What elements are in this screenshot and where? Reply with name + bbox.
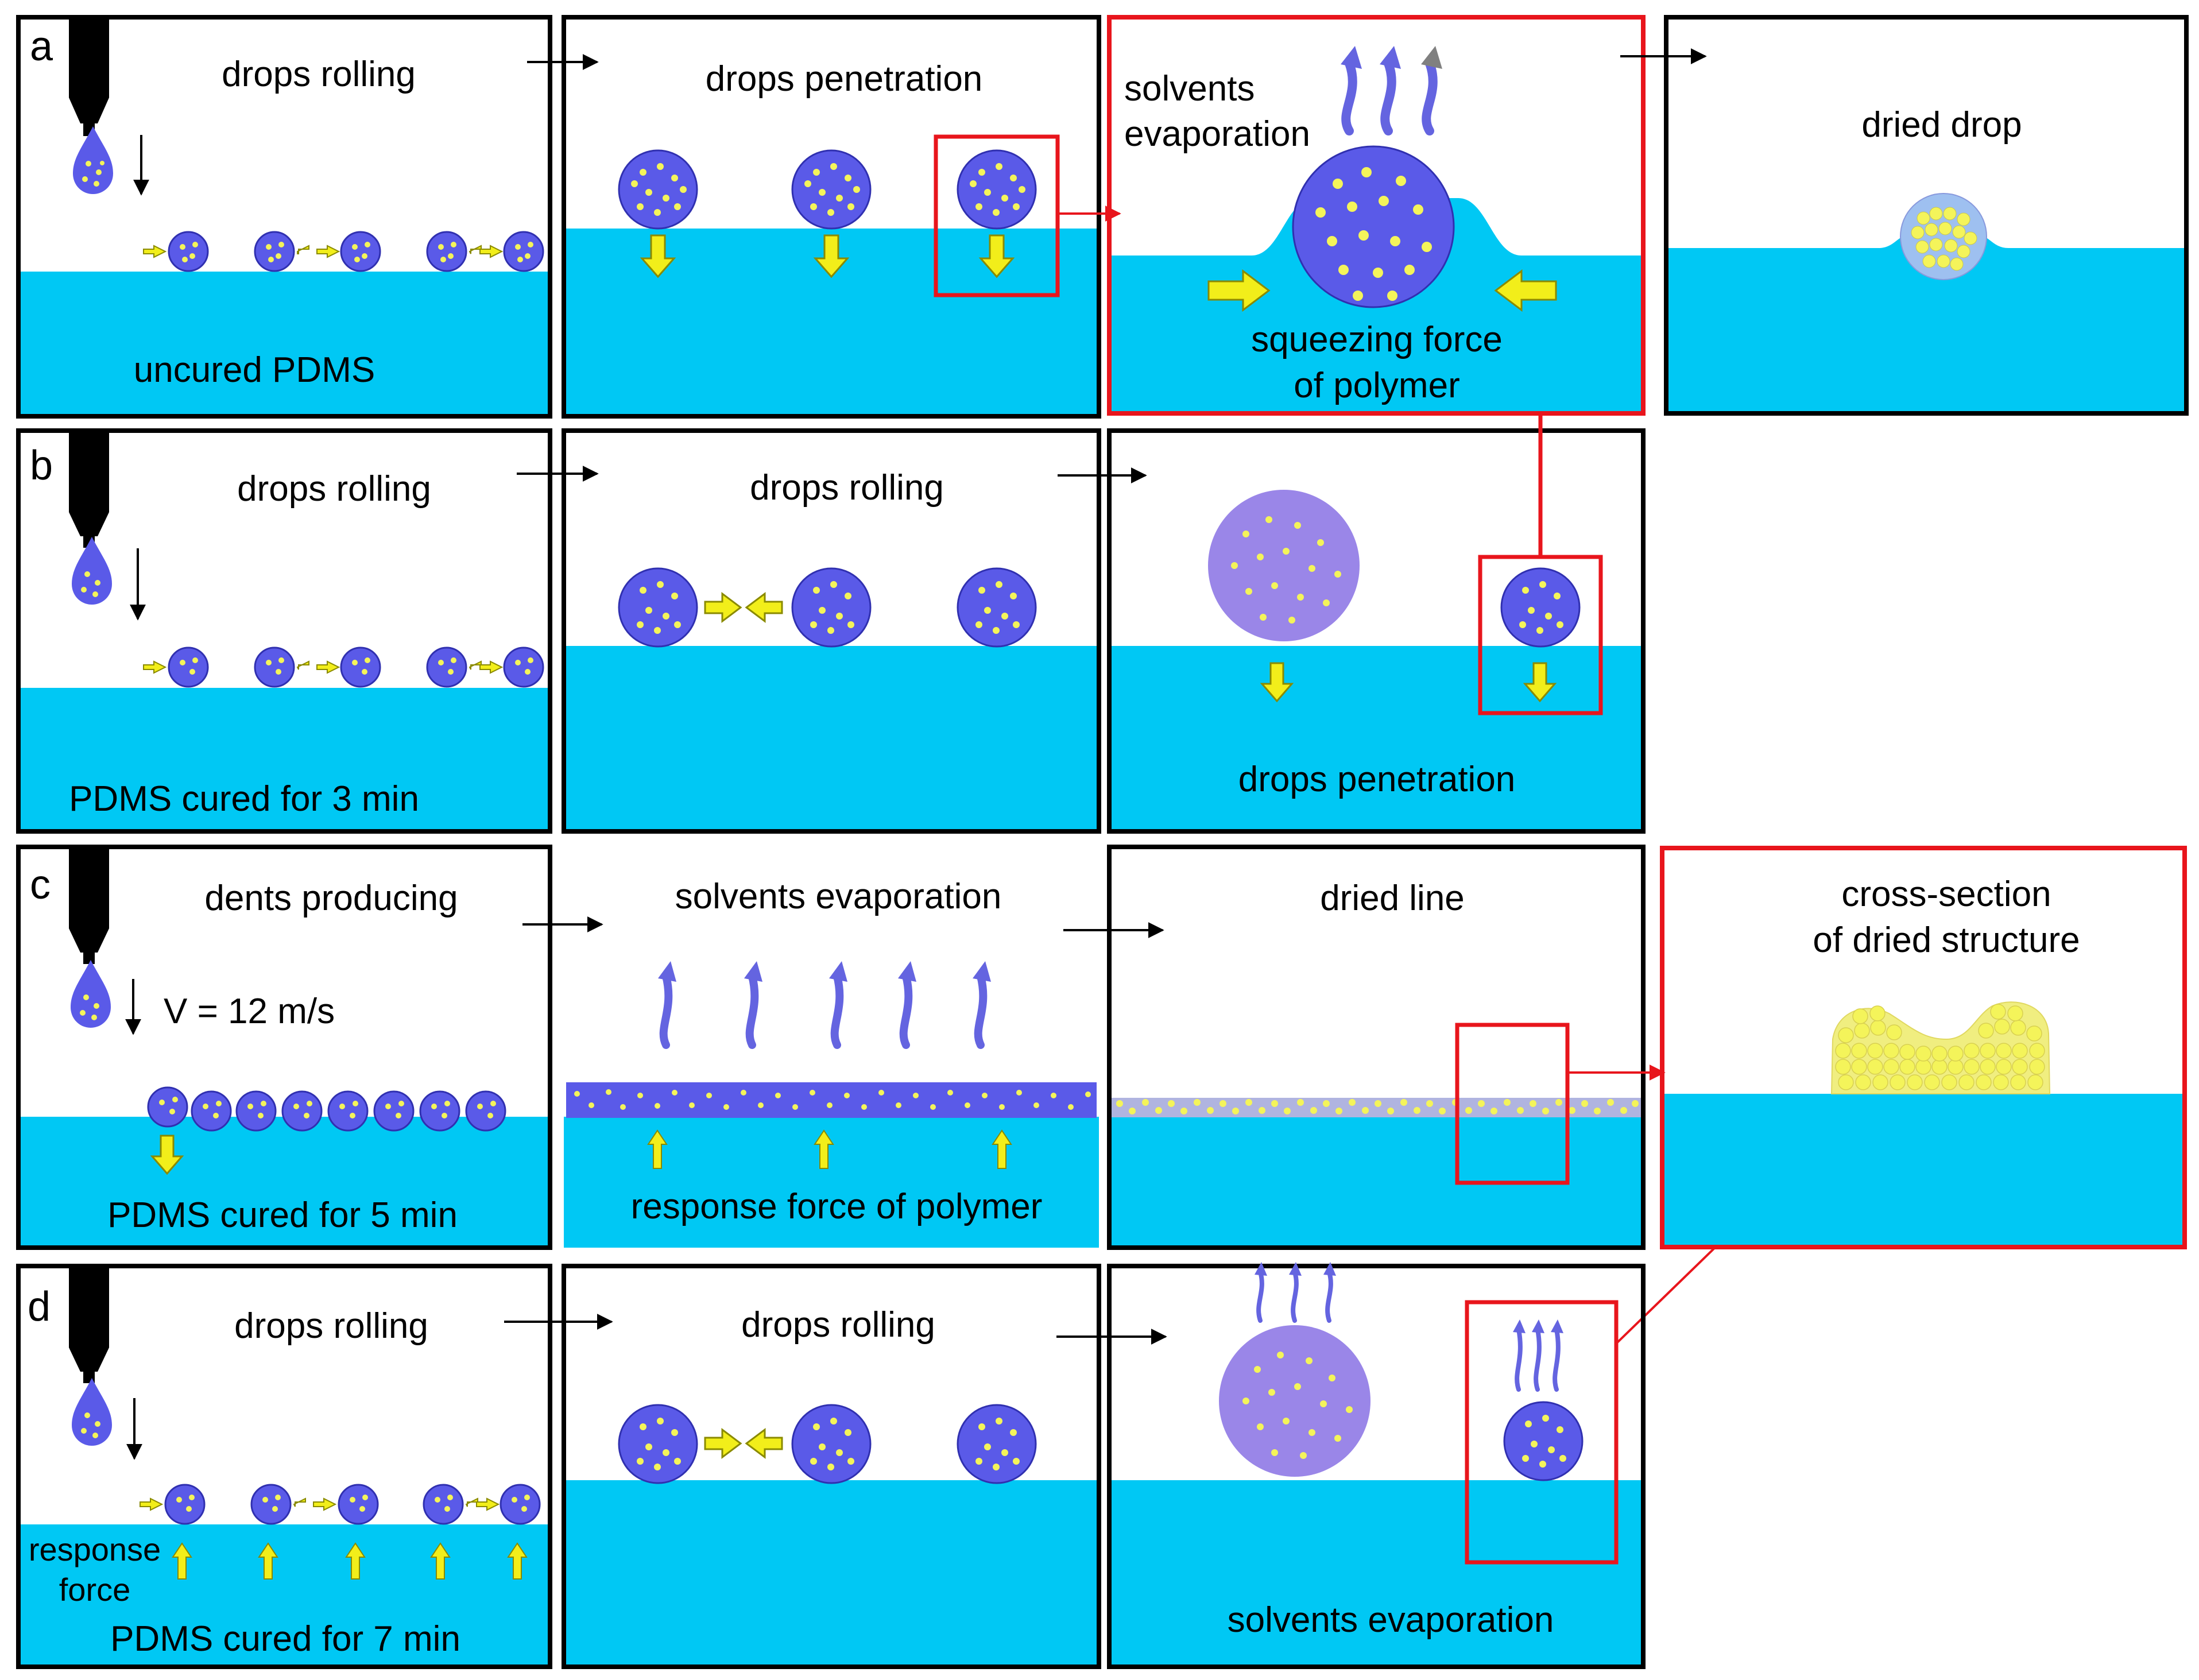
nozzle-icon <box>69 432 109 548</box>
drop <box>791 567 872 648</box>
row-letter-b: b <box>30 443 53 489</box>
drop <box>957 567 1037 648</box>
drop <box>1292 145 1455 308</box>
drop <box>957 1404 1037 1484</box>
highlight-box <box>934 134 1060 297</box>
drop <box>618 1404 698 1484</box>
panel-c3-caption: dried line <box>1320 878 1465 918</box>
panel-c4-caption-line1: cross-section <box>1841 874 2051 914</box>
small-drop-particles <box>180 242 533 262</box>
drop <box>791 1404 872 1484</box>
panel-d1-substrate-label: PDMS cured for 7 min <box>110 1619 460 1659</box>
highlight-box <box>1465 1300 1619 1565</box>
panel-a1: drops rolling uncured PDMS a <box>16 15 552 419</box>
panel-c3: dried line <box>1107 845 1646 1250</box>
penetration-arrows <box>1260 662 1557 703</box>
vapor-arrow-icon <box>1341 59 1438 136</box>
panel-a4: dried drop <box>1664 15 2189 416</box>
squeezing-arrows <box>1207 269 1557 312</box>
panel-d1-force-line2: force <box>59 1571 131 1608</box>
rolling-arrows <box>704 1428 783 1459</box>
panel-d3: solvents evaporation <box>1107 1262 1646 1669</box>
vapor-arrow-icon <box>659 972 988 1049</box>
panel-a3-caption-line2: evaporation <box>1124 114 1310 154</box>
panel-a1-substrate-label: uncured PDMS <box>134 350 375 390</box>
nozzle-icon <box>69 17 109 136</box>
penetration-arrows <box>640 234 1015 278</box>
drop-particles <box>1911 207 1977 271</box>
response-force-arrows <box>172 1542 528 1580</box>
drop <box>1500 567 1581 648</box>
panel-c1-velocity: V = 12 m/s <box>164 992 335 1031</box>
panel-b3-label: drops penetration <box>1238 760 1516 799</box>
panel-d3-label: solvents evaporation <box>1228 1600 1554 1640</box>
drop <box>618 567 698 648</box>
impact-arrow <box>150 1135 184 1175</box>
falling-drop-icon <box>72 537 112 605</box>
panel-c2-force-label: response force of polymer <box>631 1187 1043 1226</box>
row-letter-a: a <box>30 24 53 69</box>
panel-b1-caption: drops rolling <box>237 469 431 509</box>
panel-a2-caption: drops penetration <box>706 59 983 99</box>
panel-a4-caption: dried drop <box>1861 105 2022 145</box>
panel-d1-force-line1: response <box>29 1531 161 1567</box>
zoom-connector <box>1615 1245 1718 1345</box>
rolling-arrows <box>704 592 783 623</box>
drop <box>1503 1401 1584 1481</box>
drop-particles <box>631 163 1025 216</box>
vapor-arrow-icon <box>1256 1269 1561 1392</box>
panel-b1: drops rolling PDMS cured for 3 min b <box>16 428 552 834</box>
wet-film <box>566 1082 1097 1118</box>
panel-d2: drops rolling <box>562 1264 1101 1669</box>
panel-b2-caption: drops rolling <box>750 468 944 508</box>
panel-c1-caption: dents producing <box>204 878 458 918</box>
highlight-box <box>1455 1023 1570 1185</box>
panel-d2-caption: drops rolling <box>741 1305 935 1345</box>
panel-c1: dents producing V = 12 m/s PDMS cured fo… <box>16 845 552 1250</box>
panel-a3-caption-line1: solvents <box>1124 69 1255 109</box>
row-letter-d: d <box>28 1284 51 1330</box>
panel-b2: drops rolling <box>562 428 1101 834</box>
panel-c4-caption-line2: of dried structure <box>1813 920 2080 960</box>
panel-d1: drops rolling response force PDMS cured … <box>16 1264 552 1669</box>
panel-b3: drops penetration <box>1107 428 1646 834</box>
swollen-drop <box>1219 1325 1370 1477</box>
panel-a3-zoom: solvents evaporation squeezing force of … <box>1107 15 1646 416</box>
nozzle-icon <box>69 848 109 964</box>
nozzle-icon <box>69 1267 109 1383</box>
falling-drop-icon <box>73 126 113 194</box>
falling-drop-icon <box>72 1378 112 1446</box>
panel-a3-force-line1: squeezing force <box>1251 320 1503 359</box>
falling-drop-icon <box>71 960 111 1028</box>
panel-c2-caption: solvents evaporation <box>675 877 1002 916</box>
impacting-drops <box>147 1086 506 1132</box>
small-drop-row <box>168 231 544 272</box>
panel-a2: drops penetration <box>562 15 1101 419</box>
panel-c2: solvents evaporation response force of p… <box>564 877 1099 1248</box>
panel-a1-caption: drops rolling <box>222 55 416 94</box>
swollen-drop <box>1208 490 1360 641</box>
panel-c4-zoom: cross-section of dried structure <box>1660 846 2187 1249</box>
panel-c1-substrate-label: PDMS cured for 5 min <box>107 1195 458 1235</box>
rolling-arrows <box>143 245 504 258</box>
row-letter-c: c <box>30 862 51 908</box>
panel-b1-substrate-label: PDMS cured for 3 min <box>69 779 419 819</box>
panel-d1-caption: drops rolling <box>234 1306 428 1346</box>
response-force-arrows <box>647 1129 1012 1169</box>
drop-particles <box>1315 167 1432 301</box>
panel-a3-force-line2: of polymer <box>1294 366 1459 405</box>
